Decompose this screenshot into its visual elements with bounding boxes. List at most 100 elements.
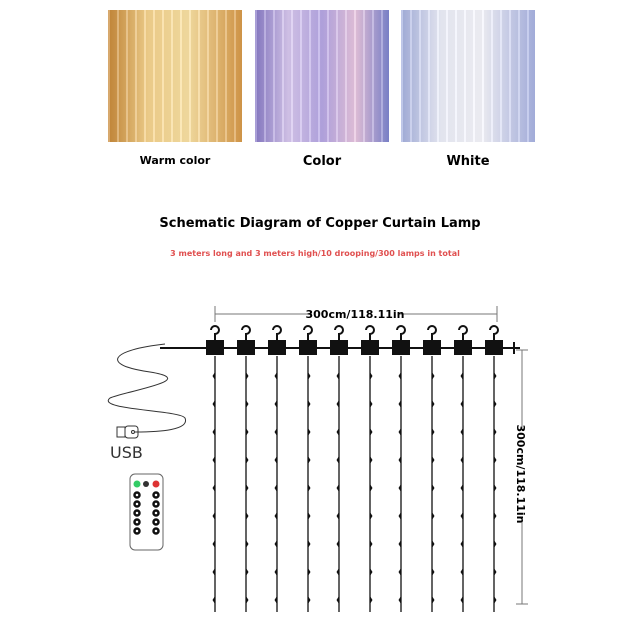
lamp-bead bbox=[398, 400, 401, 408]
hook-icon bbox=[210, 325, 220, 340]
lamp-bead bbox=[336, 372, 339, 380]
lamp-bead bbox=[398, 596, 401, 604]
lamp-bead bbox=[308, 428, 311, 436]
lamp-bead bbox=[494, 512, 497, 520]
lamp-bead bbox=[336, 428, 339, 436]
lamp-bead bbox=[432, 372, 435, 380]
light-strand bbox=[392, 325, 410, 612]
light-strand bbox=[361, 325, 379, 612]
hook-icon bbox=[365, 325, 375, 340]
lamp-bead bbox=[336, 540, 339, 548]
lamp-bead bbox=[460, 540, 463, 548]
light-strand bbox=[268, 325, 286, 612]
lamp-bead bbox=[246, 540, 249, 548]
warm-color-caption: Warm color bbox=[139, 154, 211, 167]
lamp-bead bbox=[398, 484, 401, 492]
lamp-bead bbox=[460, 372, 463, 380]
lamp-bead bbox=[460, 568, 463, 576]
color-photo bbox=[255, 10, 389, 142]
light-strand bbox=[206, 325, 224, 612]
lamp-bead bbox=[370, 428, 373, 436]
lamp-bead bbox=[460, 428, 463, 436]
hook-icon bbox=[303, 325, 313, 340]
lamp-bead bbox=[398, 456, 401, 464]
diagram-subtitle: 3 meters long and 3 meters high/10 droop… bbox=[170, 249, 460, 258]
lamp-bead bbox=[494, 568, 497, 576]
lamp-bead bbox=[432, 512, 435, 520]
lamp-bead bbox=[432, 484, 435, 492]
lamp-bead bbox=[308, 512, 311, 520]
lamp-bead bbox=[336, 484, 339, 492]
white-photo bbox=[401, 10, 535, 142]
hook-icon bbox=[489, 325, 499, 340]
lamp-bead bbox=[370, 456, 373, 464]
hook-icon bbox=[241, 325, 251, 340]
lamp-bead bbox=[370, 512, 373, 520]
lamp-bead bbox=[370, 372, 373, 380]
lamp-bead bbox=[432, 428, 435, 436]
lamp-bead bbox=[212, 540, 215, 548]
white-caption: White bbox=[446, 154, 490, 169]
lamp-bead bbox=[274, 456, 277, 464]
lamp-bead bbox=[274, 372, 277, 380]
lamp-bead bbox=[336, 512, 339, 520]
lamp-bead bbox=[308, 568, 311, 576]
lamp-bead bbox=[308, 540, 311, 548]
lamp-bead bbox=[308, 596, 311, 604]
lamp-bead bbox=[398, 512, 401, 520]
lamp-bead bbox=[336, 400, 339, 408]
hook-icon bbox=[334, 325, 344, 340]
light-strand bbox=[423, 325, 441, 612]
lamp-bead bbox=[336, 456, 339, 464]
height-label: 300cm/118.11in bbox=[514, 424, 527, 523]
lamp-bead bbox=[494, 456, 497, 464]
light-strand bbox=[299, 325, 317, 612]
light-strand bbox=[237, 325, 255, 612]
lamp-bead bbox=[274, 484, 277, 492]
lamp-bead bbox=[494, 428, 497, 436]
lamp-bead bbox=[460, 484, 463, 492]
lamp-bead bbox=[274, 540, 277, 548]
lamp-bead bbox=[212, 484, 215, 492]
lamp-bead bbox=[432, 568, 435, 576]
light-strand bbox=[454, 325, 472, 612]
lamp-bead bbox=[246, 428, 249, 436]
lamp-bead bbox=[432, 596, 435, 604]
lamp-bead bbox=[212, 512, 215, 520]
lamp-bead bbox=[398, 568, 401, 576]
lamp-bead bbox=[494, 540, 497, 548]
lamp-bead bbox=[398, 372, 401, 380]
lamp-bead bbox=[398, 540, 401, 548]
lamp-bead bbox=[274, 512, 277, 520]
lamp-bead bbox=[494, 372, 497, 380]
lamp-bead bbox=[212, 596, 215, 604]
lamp-bead bbox=[370, 540, 373, 548]
lamp-bead bbox=[274, 400, 277, 408]
light-strand bbox=[330, 325, 348, 612]
lamp-bead bbox=[432, 400, 435, 408]
usb-cable bbox=[107, 343, 186, 433]
lamp-bead bbox=[370, 568, 373, 576]
lamp-bead bbox=[212, 568, 215, 576]
lamp-bead bbox=[370, 596, 373, 604]
lamp-bead bbox=[308, 400, 311, 408]
lamp-bead bbox=[370, 400, 373, 408]
lamp-bead bbox=[246, 512, 249, 520]
lamp-bead bbox=[336, 596, 339, 604]
lamp-bead bbox=[212, 428, 215, 436]
usb-label: USB bbox=[110, 443, 143, 462]
lamp-bead bbox=[398, 428, 401, 436]
lamp-bead bbox=[460, 512, 463, 520]
lamp-bead bbox=[246, 596, 249, 604]
diagram-title: Schematic Diagram of Copper Curtain Lamp bbox=[159, 216, 481, 231]
lamp-bead bbox=[308, 484, 311, 492]
lamp-bead bbox=[212, 400, 215, 408]
lamp-bead bbox=[494, 596, 497, 604]
lamp-bead bbox=[308, 372, 311, 380]
lamp-bead bbox=[246, 484, 249, 492]
lamp-bead bbox=[460, 456, 463, 464]
lamp-bead bbox=[274, 596, 277, 604]
hook-icon bbox=[396, 325, 406, 340]
lamp-bead bbox=[212, 456, 215, 464]
